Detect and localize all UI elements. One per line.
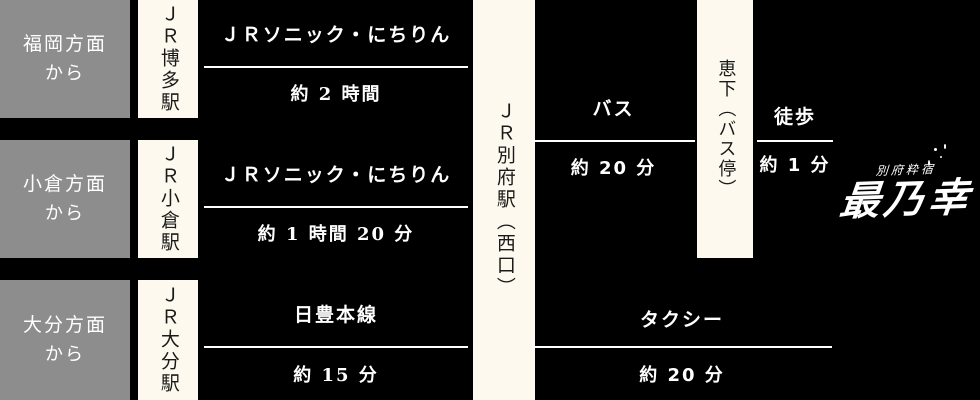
bus-stop-label-ege: 恵下（バス停） <box>715 59 737 199</box>
station-box-beppu-hub: ＪＲ別府駅（西口） <box>473 0 535 400</box>
segment-divider-walk <box>757 140 833 142</box>
segment-divider-taxi <box>532 346 832 348</box>
segment-mode-fukuoka: ＪＲソニック・にちりん <box>204 0 468 66</box>
brush-splash-icon <box>928 160 930 166</box>
segment-divider-bus <box>532 140 695 142</box>
segment-duration-bus: 約 20 分 <box>532 142 695 192</box>
segment-duration-label-bus: 約 20 分 <box>570 158 657 179</box>
segment-mode-walk: 徒歩 <box>757 90 833 140</box>
segment-duration-label-walk: 約 1 分 <box>759 155 831 176</box>
station-label-kokura: ＪＲ小倉駅 <box>157 144 180 254</box>
segment-duration-taxi: 約 20 分 <box>532 348 832 400</box>
origin-label-line1: 大分方面 <box>22 314 107 337</box>
segment-duration-oita: 約 15 分 <box>204 348 468 400</box>
segment-mode-oita: 日豊本線 <box>204 280 468 346</box>
origin-label-line1: 小倉方面 <box>22 173 107 196</box>
station-box-oita: ＪＲ大分駅 <box>138 280 198 400</box>
segment-mode-taxi: タクシー <box>532 290 832 346</box>
brush-splash-icon <box>934 148 937 151</box>
segment-mode-label-taxi: タクシー <box>639 308 724 331</box>
segment-mode-label-oita: 日豊本線 <box>293 303 378 326</box>
origin-label-line2: から <box>45 343 85 365</box>
brand-logo-title: 最乃幸 <box>837 173 975 225</box>
segment-divider-fukuoka <box>204 66 468 68</box>
station-label-hakata: ＪＲ博多駅 <box>157 4 180 114</box>
segment-duration-label-kokura: 約 1 時間 20 分 <box>257 224 415 245</box>
segment-mode-label-bus: バス <box>592 97 635 120</box>
origin-label-line2: から <box>45 202 85 224</box>
segment-duration-label-taxi: 約 20 分 <box>639 365 725 386</box>
station-box-hakata: ＪＲ博多駅 <box>138 0 198 118</box>
station-label-beppu-hub: ＪＲ別府駅（西口） <box>493 101 516 299</box>
segment-divider-kokura <box>204 206 468 208</box>
segment-mode-kokura: ＪＲソニック・にちりん <box>204 140 468 206</box>
origin-box-fukuoka: 福岡方面 から <box>0 0 130 118</box>
segment-mode-bus: バス <box>532 74 695 140</box>
segment-duration-label-oita: 約 15 分 <box>293 365 379 386</box>
origin-box-kokura: 小倉方面 から <box>0 140 130 258</box>
station-label-oita: ＪＲ大分駅 <box>157 285 180 395</box>
segment-duration-label-fukuoka: 約 2 時間 <box>290 84 382 105</box>
origin-label-line2: から <box>45 62 85 84</box>
brush-splash-icon <box>940 156 942 158</box>
segment-divider-oita <box>204 346 468 348</box>
segment-duration-fukuoka: 約 2 時間 <box>204 68 468 118</box>
station-box-kokura: ＪＲ小倉駅 <box>138 140 198 258</box>
segment-duration-walk: 約 1 分 <box>757 142 833 186</box>
segment-mode-label-walk: 徒歩 <box>773 105 816 128</box>
brush-splash-icon <box>944 144 946 149</box>
bus-stop-box-ege: 恵下（バス停） <box>697 0 753 258</box>
segment-mode-label-fukuoka: ＪＲソニック・にちりん <box>220 23 452 46</box>
segment-mode-label-kokura: ＪＲソニック・にちりん <box>220 163 452 186</box>
segment-duration-kokura: 約 1 時間 20 分 <box>204 208 468 258</box>
origin-label-line1: 福岡方面 <box>22 33 107 56</box>
origin-box-oita: 大分方面 から <box>0 280 130 400</box>
brand-logo: 別府粋宿 最乃幸 <box>836 140 976 240</box>
